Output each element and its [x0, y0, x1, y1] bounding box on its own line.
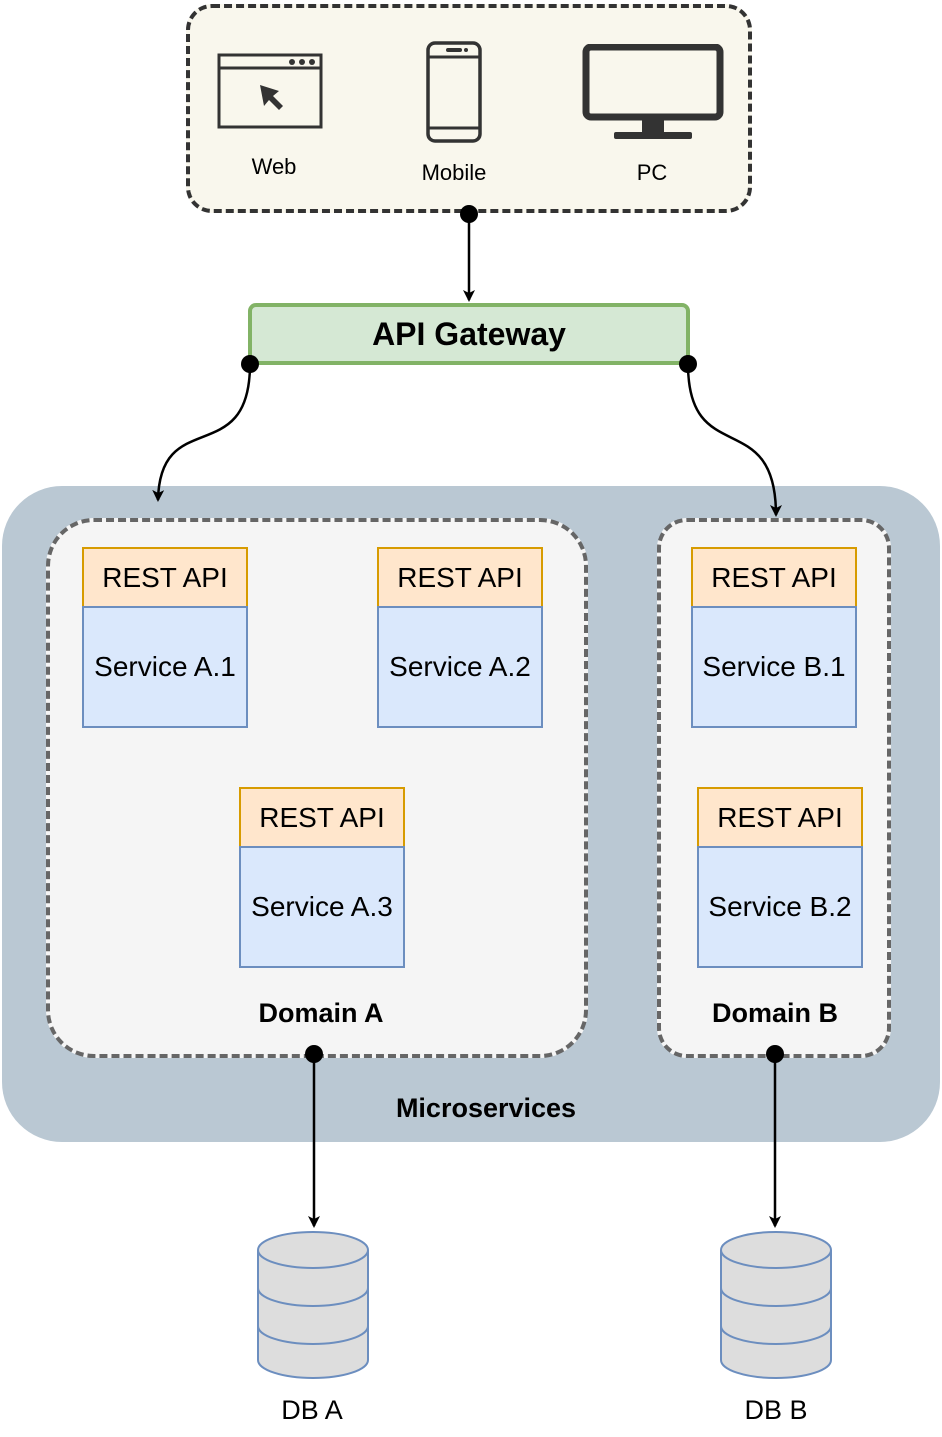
edge-gateway-domain-b	[679, 355, 782, 517]
database-cylinder-icon	[720, 1231, 832, 1379]
service-name: Service A.2	[377, 606, 543, 728]
api-gateway-label: API Gateway	[372, 315, 566, 352]
browser-window-icon	[217, 53, 323, 129]
clients-group: Web Mobile PC	[186, 4, 752, 213]
microservices-label: Microservices	[395, 1093, 577, 1123]
desktop-monitor-icon	[582, 44, 724, 139]
db-b-label: DB B	[744, 1395, 808, 1425]
domain-a-label: Domain A	[258, 998, 384, 1028]
edge-domain-a-db-a	[305, 1045, 323, 1228]
smartphone-icon	[426, 41, 482, 143]
service-name: Service B.2	[697, 846, 863, 968]
domain-b-label: Domain B	[711, 998, 838, 1028]
rest-api-label: REST API	[239, 787, 405, 848]
rest-api-label: REST API	[82, 547, 248, 608]
db-a-label: DB A	[281, 1395, 343, 1425]
client-label-mobile: Mobile	[421, 160, 487, 185]
service-name: Service A.3	[239, 846, 405, 968]
api-gateway: API Gateway	[248, 303, 690, 365]
service-a3: REST API Service A.3	[239, 787, 405, 968]
service-b1: REST API Service B.1	[691, 547, 857, 728]
service-name: Service B.1	[691, 606, 857, 728]
service-b2: REST API Service B.2	[697, 787, 863, 968]
client-label-web: Web	[251, 154, 297, 179]
service-name: Service A.1	[82, 606, 248, 728]
rest-api-label: REST API	[697, 787, 863, 848]
service-a1: REST API Service A.1	[82, 547, 248, 728]
edge-domain-b-db-b	[766, 1045, 784, 1228]
edge-clients-gateway	[460, 205, 478, 302]
service-a2: REST API Service A.2	[377, 547, 543, 728]
edge-gateway-domain-a	[152, 355, 259, 502]
client-label-pc: PC	[636, 160, 668, 185]
database-cylinder-icon	[257, 1231, 369, 1379]
